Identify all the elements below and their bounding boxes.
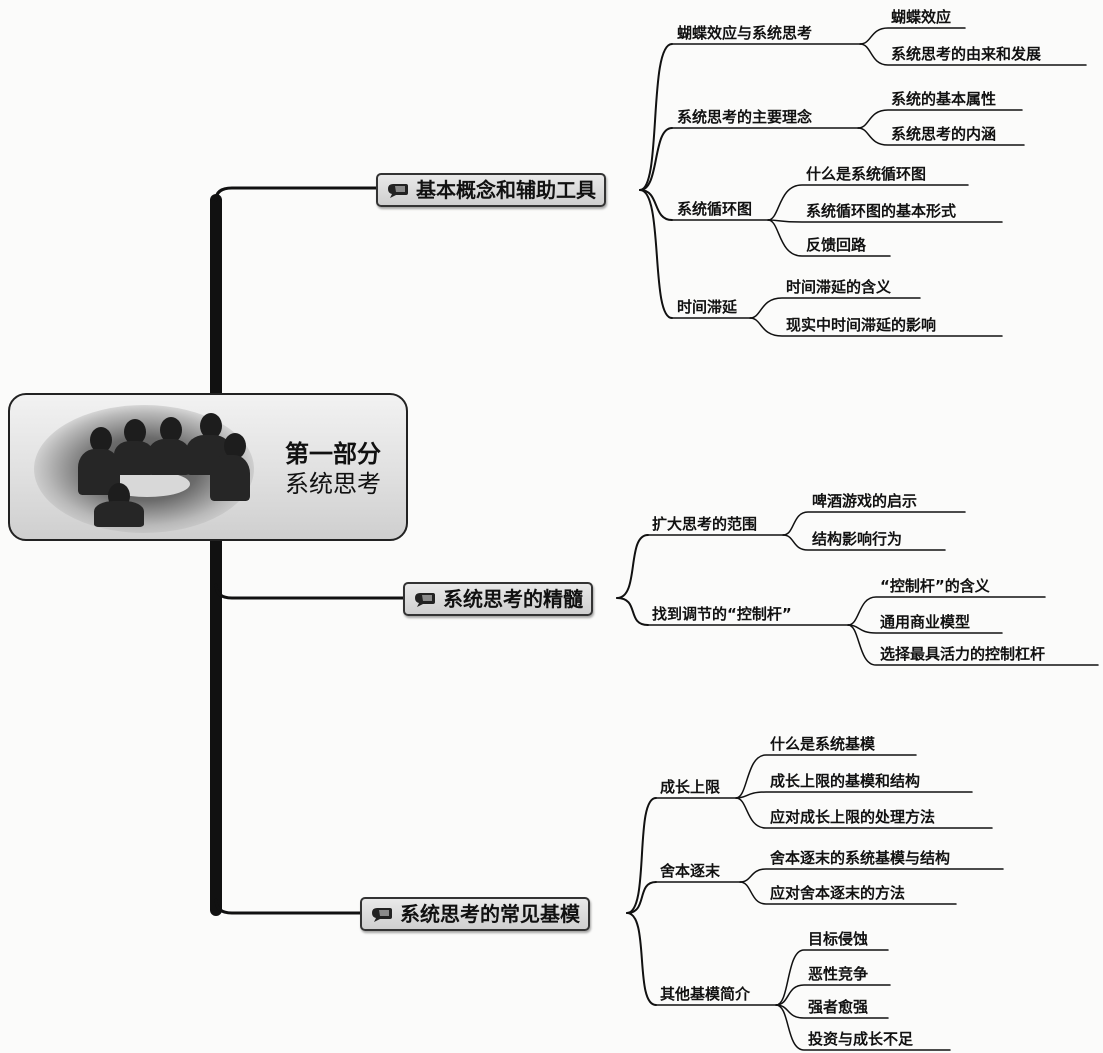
speech-bubble-icon <box>372 908 392 922</box>
leaf-label[interactable]: 应对成长上限的处理方法 <box>770 808 936 826</box>
leaf-label[interactable]: 舍本逐末的系统基模与结构 <box>770 849 951 867</box>
leaf-label[interactable]: 反馈回路 <box>806 236 867 254</box>
leaf-label[interactable]: 目标侵蚀 <box>808 930 869 948</box>
leaf-label[interactable]: 现实中时间滞延的影响 <box>786 316 937 334</box>
subtopic-label[interactable]: 时间滞延 <box>677 298 738 316</box>
branch-node[interactable]: 基本概念和辅助工具 <box>376 173 606 207</box>
subtopic-label[interactable]: 系统思考的主要理念 <box>677 108 813 126</box>
subtopic-label[interactable]: 蝴蝶效应与系统思考 <box>677 24 813 42</box>
leaf-label[interactable]: “控制杆”的含义 <box>880 577 990 595</box>
subtopic-label[interactable]: 扩大思考的范围 <box>652 515 758 533</box>
central-title-line2: 系统思考 <box>285 470 381 498</box>
central-title-line1: 第一部分 <box>285 439 381 468</box>
leaf-label[interactable]: 恶性竞争 <box>808 965 869 983</box>
leaf-label[interactable]: 通用商业模型 <box>880 613 971 631</box>
speech-bubble-icon <box>388 184 408 198</box>
subtopic-label[interactable]: 舍本逐末 <box>660 862 721 880</box>
leaf-label[interactable]: 成长上限的基模和结构 <box>770 772 921 790</box>
branch-label: 基本概念和辅助工具 <box>416 178 596 202</box>
leaf-label[interactable]: 系统思考的内涵 <box>891 125 997 143</box>
branch-label: 系统思考的常见基模 <box>400 902 580 926</box>
leaf-label[interactable]: 投资与成长不足 <box>808 1030 914 1048</box>
leaf-label[interactable]: 应对舍本逐末的方法 <box>770 884 906 902</box>
subtopic-label[interactable]: 成长上限 <box>660 778 721 796</box>
leaf-label[interactable]: 选择最具活力的控制杠杆 <box>880 645 1046 663</box>
meeting-photo <box>34 405 254 533</box>
subtopic-label[interactable]: 其他基模简介 <box>660 985 751 1003</box>
subtopic-label[interactable]: 找到调节的“控制杆” <box>652 605 792 623</box>
branch-label: 系统思考的精髓 <box>443 587 583 611</box>
leaf-label[interactable]: 强者愈强 <box>808 998 869 1016</box>
branch-node[interactable]: 系统思考的精髓 <box>403 582 593 616</box>
leaf-label[interactable]: 系统循环图的基本形式 <box>806 202 957 220</box>
leaf-label[interactable]: 什么是系统基模 <box>770 735 876 753</box>
leaf-label[interactable]: 时间滞延的含义 <box>786 278 892 296</box>
leaf-label[interactable]: 结构影响行为 <box>812 530 903 548</box>
leaf-label[interactable]: 系统的基本属性 <box>891 90 997 108</box>
speech-bubble-icon <box>415 593 435 607</box>
leaf-label[interactable]: 什么是系统循环图 <box>806 165 927 183</box>
leaf-label[interactable]: 啤酒游戏的启示 <box>812 492 918 510</box>
central-topic: 第一部分 系统思考 <box>8 393 408 541</box>
subtopic-label[interactable]: 系统循环图 <box>677 200 753 218</box>
central-title: 第一部分 系统思考 <box>268 439 398 499</box>
leaf-label[interactable]: 蝴蝶效应 <box>891 8 952 26</box>
leaf-label[interactable]: 系统思考的由来和发展 <box>891 45 1042 63</box>
branch-node[interactable]: 系统思考的常见基模 <box>360 897 590 931</box>
